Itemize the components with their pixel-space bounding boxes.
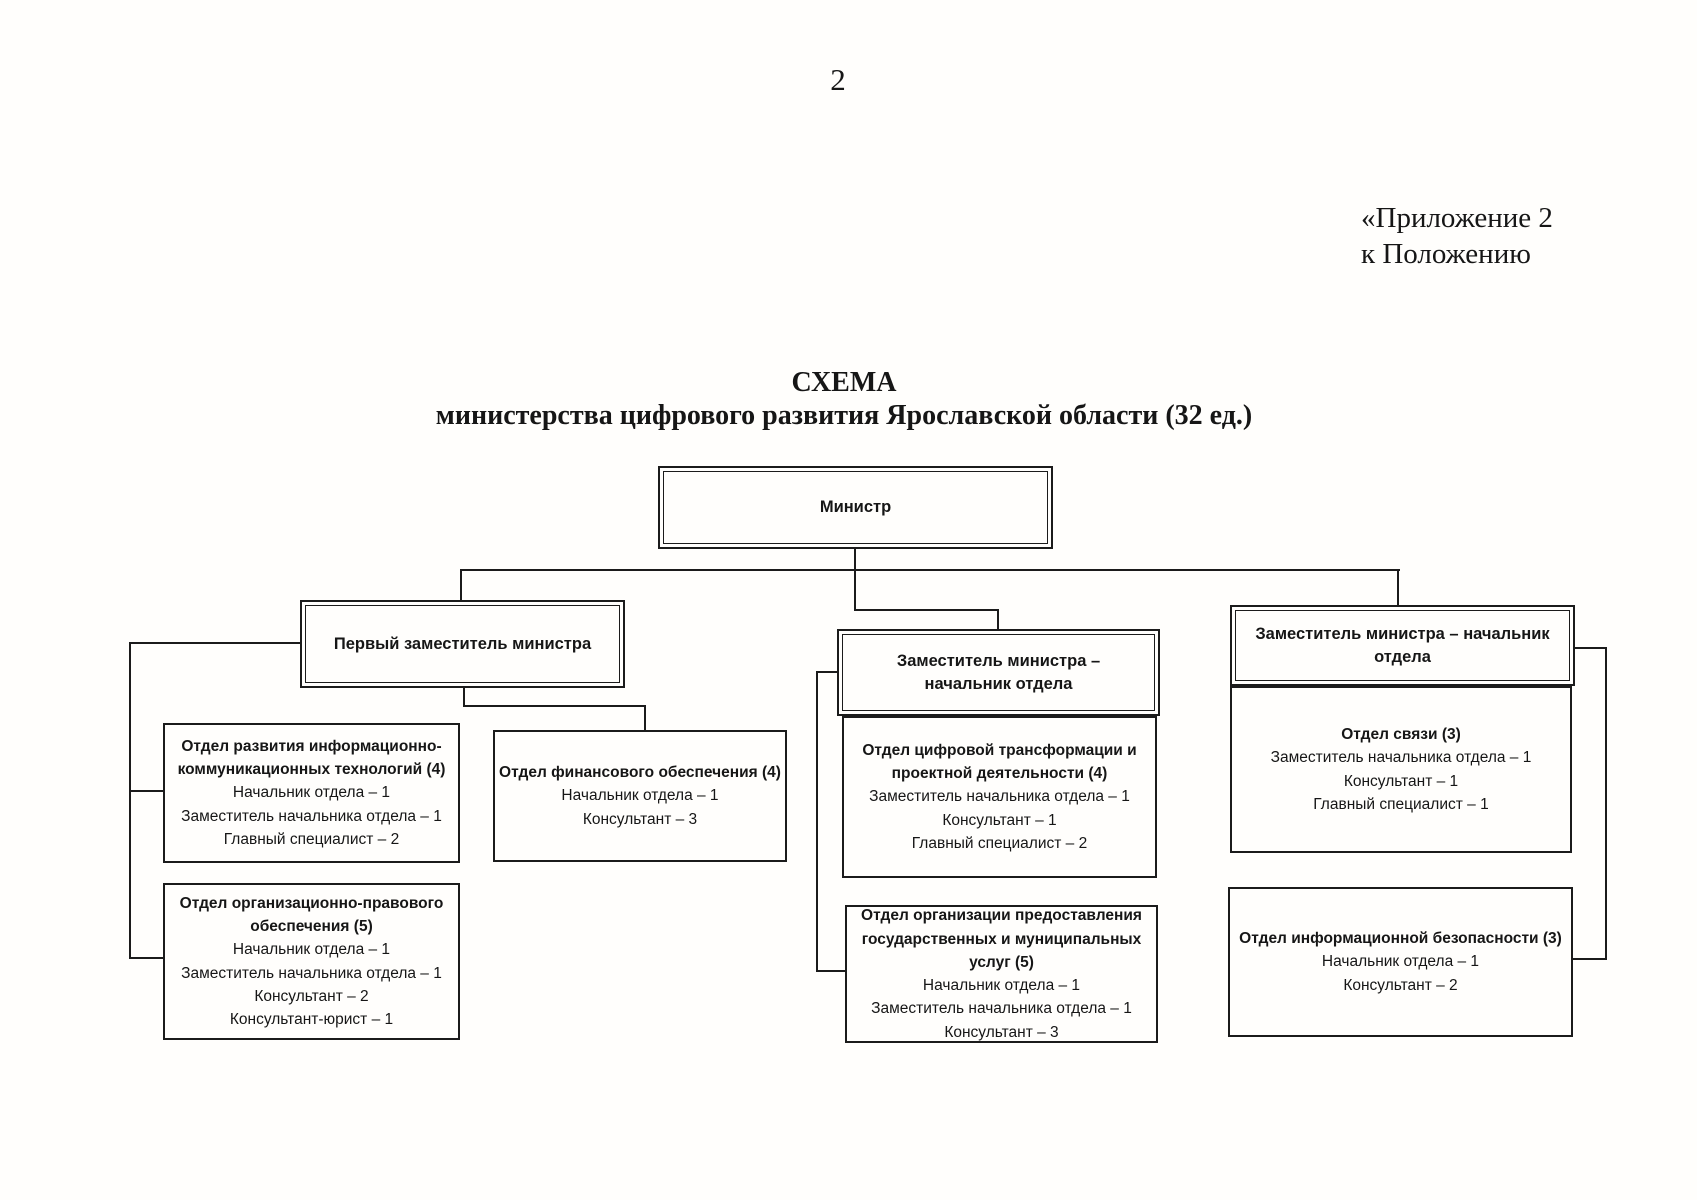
dept-infobez-title: Отдел информационной безопасности (3) <box>1239 930 1562 948</box>
dept-fin-title: Отдел финансового обеспечения (4) <box>499 764 781 782</box>
connector-middle-rail-stub-top <box>816 671 839 673</box>
org-box-deputy-right: Заместитель министра – начальник отдела <box>1230 605 1575 686</box>
document-title-line-1: СХЕМА <box>791 367 897 398</box>
connector-middle-step-horizontal <box>854 609 999 611</box>
org-box-dept-svyaz: Отдел связи (3) Заместитель начальника о… <box>1230 686 1572 853</box>
dept-ikt-staff-line: Начальник отдела – 1 <box>232 784 391 802</box>
dept-cifra-staff-line: Консультант – 1 <box>942 811 1057 829</box>
dept-ikt-title: Отдел развития информационно-коммуникаци… <box>177 737 446 779</box>
connector-drop-right-deputy <box>1397 569 1399 607</box>
connector-middle-rail-stub-bottom <box>816 970 847 972</box>
connector-middle-step-down <box>854 569 856 611</box>
connector-left-rail <box>129 642 131 959</box>
dept-orgpravo-staff-line: Консультант-юрист – 1 <box>229 1011 394 1028</box>
dept-cifra-staff-line: Заместитель начальника отдела – 1 <box>869 788 1130 806</box>
dept-infobez-staff-line: Консультант – 2 <box>1343 976 1458 994</box>
org-box-minister: Министр <box>658 466 1053 549</box>
annotation-line-2: к Положению <box>1361 238 1531 271</box>
minister-title: Министр <box>663 471 1048 544</box>
connector-right-rail-stub-bottom <box>1572 958 1607 960</box>
org-box-dept-fin: Отдел финансового обеспечения (4) Началь… <box>493 730 787 862</box>
first-deputy-title: Первый заместитель министра <box>305 605 620 683</box>
dept-uslugi-staff-line: Начальник отдела – 1 <box>922 977 1081 994</box>
connector-right-rail-stub-top <box>1574 647 1607 649</box>
dept-cifra-staff-line: Главный специалист – 2 <box>911 834 1088 852</box>
org-box-dept-orgpravo: Отдел организационно-правового обеспечен… <box>163 883 460 1040</box>
dept-infobez-staff-line: Начальник отдела – 1 <box>1321 953 1480 971</box>
connector-middle-rail <box>816 671 818 972</box>
connector-minister-down <box>854 549 856 571</box>
dept-fin-staff-line: Начальник отдела – 1 <box>561 787 719 805</box>
connector-middle-step-drop <box>997 609 999 631</box>
connector-first-deputy-down <box>463 688 465 707</box>
dept-orgpravo-staff-line: Консультант – 2 <box>254 987 369 1005</box>
org-box-dept-uslugi: Отдел организации предоставления государ… <box>845 905 1158 1043</box>
connector-left-rail-to-orgpravo <box>129 957 165 959</box>
connector-drop-first-deputy <box>460 569 462 602</box>
connector-top-horizontal <box>460 569 1400 571</box>
dept-uslugi-title: Отдел организации предоставления государ… <box>861 907 1142 971</box>
org-box-dept-ikt: Отдел развития информационно-коммуникаци… <box>163 723 460 863</box>
connector-first-deputy-horizontal <box>463 705 646 707</box>
connector-left-rail-to-ikt <box>129 790 165 792</box>
dept-svyaz-title: Отдел связи (3) <box>1341 726 1461 743</box>
annotation-block: «Приложение 2 к Положению <box>1361 200 1553 273</box>
dept-ikt-staff-line: Главный специалист – 2 <box>223 830 400 848</box>
annotation-line-1: «Приложение 2 <box>1361 202 1553 234</box>
dept-orgpravo-staff-line: Заместитель начальника отдела – 1 <box>181 964 442 982</box>
document-title: СХЕМА министерства цифрового развития Яр… <box>194 366 1494 432</box>
connector-right-rail <box>1605 647 1607 960</box>
deputy-middle-title: Заместитель министра – начальник отдела <box>842 634 1155 711</box>
dept-svyaz-staff-line: Главный специалист – 1 <box>1313 795 1489 813</box>
dept-cifra-title: Отдел цифровой трансформации и проектной… <box>862 741 1137 783</box>
org-box-deputy-middle: Заместитель министра – начальник отдела <box>837 629 1160 716</box>
dept-ikt-staff-line: Заместитель начальника отдела – 1 <box>181 807 442 825</box>
deputy-right-title: Заместитель министра – начальник отдела <box>1235 610 1570 681</box>
dept-svyaz-staff-line: Консультант – 1 <box>1343 772 1459 790</box>
dept-uslugi-staff-line: Консультант – 3 <box>944 1023 1059 1041</box>
dept-uslugi-staff-line: Заместитель начальника отдела – 1 <box>871 1000 1132 1018</box>
org-box-first-deputy: Первый заместитель министра <box>300 600 625 688</box>
org-box-dept-cifra: Отдел цифровой трансформации и проектной… <box>842 716 1157 878</box>
org-box-dept-infobez: Отдел информационной безопасности (3) На… <box>1228 887 1573 1037</box>
connector-left-rail-top <box>129 642 301 644</box>
document-title-line-2: министерства цифрового развития Ярославс… <box>435 400 1253 432</box>
dept-orgpravo-staff-line: Начальник отдела – 1 <box>232 941 391 959</box>
dept-svyaz-staff-line: Заместитель начальника отдела – 1 <box>1270 749 1532 767</box>
dept-fin-staff-line: Консультант – 3 <box>582 810 698 828</box>
dept-orgpravo-title: Отдел организационно-правового обеспечен… <box>179 894 444 935</box>
page-number: 2 <box>830 62 846 97</box>
connector-drop-fin <box>644 705 646 732</box>
